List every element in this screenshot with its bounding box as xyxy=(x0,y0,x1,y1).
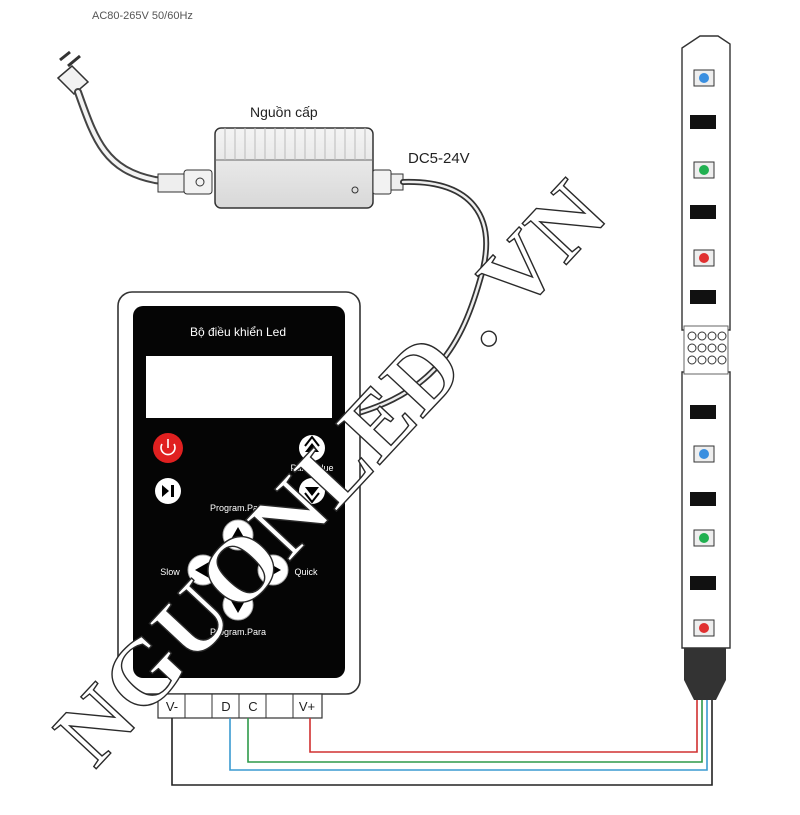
wire-d xyxy=(229,700,708,771)
ic-chip xyxy=(690,492,716,506)
led-chip-red-2 xyxy=(693,619,715,637)
terminal-v-minus: V- xyxy=(166,699,178,714)
arrow-up-icon xyxy=(230,527,246,541)
ac-plug xyxy=(56,50,90,96)
wire-c xyxy=(247,700,703,763)
program-para-bottom-label: Program.Para xyxy=(210,627,266,637)
power-supply-box xyxy=(214,127,374,209)
strip-end-connector xyxy=(684,648,726,700)
wire-v-plus xyxy=(309,700,698,753)
ic-chip xyxy=(690,405,716,419)
terminal-c: C xyxy=(248,699,257,714)
arrow-right-icon xyxy=(267,562,281,578)
double-down-icon xyxy=(305,487,319,496)
ic-chip xyxy=(690,205,716,219)
wire-v-minus xyxy=(171,700,713,786)
led-chip-green-2 xyxy=(693,529,715,547)
power-supply-label: Nguồn cấp xyxy=(250,104,318,120)
power-icon xyxy=(160,443,176,456)
para-value-label: Para value xyxy=(290,463,333,473)
quick-label: Quick xyxy=(294,567,318,577)
left-button[interactable] xyxy=(187,554,219,586)
dc-output-label: DC5-24V xyxy=(408,150,470,167)
up-button[interactable] xyxy=(222,519,254,551)
terminal-v-plus: V+ xyxy=(299,699,315,714)
play-pause-button[interactable] xyxy=(155,478,181,504)
power-button[interactable] xyxy=(153,433,183,463)
program-para-top-label: Program.Para xyxy=(210,503,266,513)
arrow-left-icon xyxy=(195,562,209,578)
led-strip xyxy=(681,35,731,700)
led-chip-blue-2 xyxy=(693,445,715,463)
down-button[interactable] xyxy=(222,589,254,621)
right-button[interactable] xyxy=(257,554,289,586)
controller-display xyxy=(146,356,332,418)
slow-label: Slow xyxy=(160,567,180,577)
led-controller: Bộ điều khiển Led Para value Program.Par… xyxy=(117,291,361,695)
arrow-down-icon xyxy=(230,599,246,613)
ic-chip xyxy=(690,290,716,304)
led-chip-green-1 xyxy=(693,161,715,179)
play-pause-icon xyxy=(162,485,169,497)
led-chip-red-1 xyxy=(693,249,715,267)
ac-connector xyxy=(157,169,213,195)
para-down-button[interactable] xyxy=(299,478,325,504)
double-up-icon xyxy=(305,443,319,452)
para-up-button[interactable] xyxy=(299,435,325,461)
ac-input-label: AC80-265V 50/60Hz xyxy=(92,10,193,22)
terminal-block: V- D C V+ xyxy=(157,693,323,719)
terminal-d: D xyxy=(221,699,230,714)
dc-connector xyxy=(372,169,404,195)
ic-chip xyxy=(690,576,716,590)
led-chip-blue-1 xyxy=(693,69,715,87)
controller-title: Bộ điều khiển Led xyxy=(190,325,286,339)
ic-chip xyxy=(690,115,716,129)
